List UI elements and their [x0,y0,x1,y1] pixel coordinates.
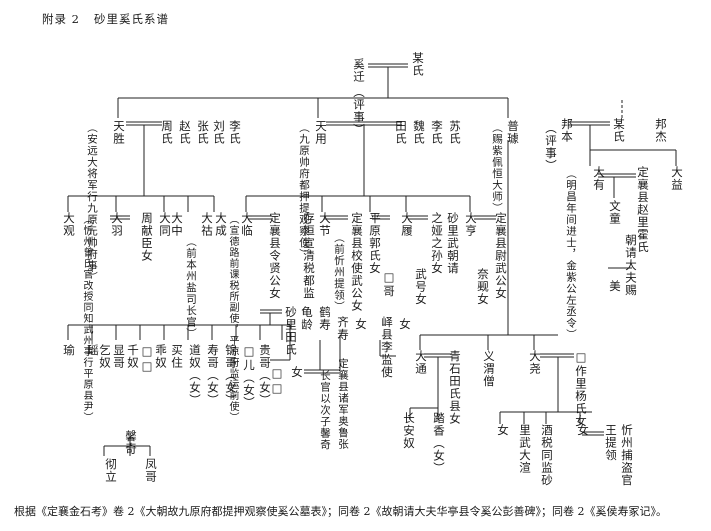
person-qingshi: 青石田氏县女 [448,350,462,425]
person-ban: 瑶 [86,344,100,357]
person-changshu: 长官以次子馨奇 [319,370,331,451]
note-daguan: （忻州曾氏官改授同知武州事行平原县尹） [81,214,92,423]
person-dazhong: 大中 [170,212,184,237]
person-tian: 田氏 [394,120,408,145]
person-guihe: 龟龄 [300,306,314,331]
person-daheng: 大亨 [464,212,478,237]
person-pingyuan: 平原郭氏女 [368,212,382,275]
person-changan: 长安奴 [402,412,416,450]
person-wentong: 文童 [608,200,622,225]
person-dao: 道奴（女） [188,344,202,407]
person-nv-b: 女 [576,424,590,437]
person-dalue: 大履 [400,212,414,237]
person-dayao: 大尧 [528,350,542,375]
appendix-label: 附录 2 [42,12,80,26]
person-daguan: 大观 [62,212,76,237]
person-xiqian: 奚迁 [352,58,366,83]
person-mei: 美 [608,280,622,293]
person-datong: 大同 [158,212,172,237]
person-dayu: 大羽 [110,212,124,237]
person-xinzhou: 忻州捕盗官 [620,424,634,487]
person-chelian: 彻立 [104,458,118,483]
person-dahu: 大祜 [200,212,214,237]
person-dayou: 大有 [592,166,606,191]
person-zhouxian: 周献臣女 [140,212,154,262]
note-dalin: （宣德路前课税所副使，平凉府监运前使） [227,214,238,423]
person-mou2: 某氏 [612,118,626,143]
note-dazhong: （前本州盐司长官） [185,236,197,340]
person-tianyong: 天用 [314,120,328,145]
person-shuoge: □哥 [382,270,396,298]
person-jiu: 酒税同监砂 [540,424,554,487]
person-shali: 砂里武朝请 [446,212,460,275]
appendix-title: 砂里奚氏系谱 [93,12,169,26]
person-naiji: 奈觋女 [476,268,490,306]
person-xian: 显哥 [112,344,126,369]
person-dingxiang-zhao: 定襄县赵里霍氏 [636,166,650,254]
person-nv1: 女 [354,318,368,331]
person-wuhao: 武号女 [414,268,428,306]
person-qi: 乞奴 [98,344,112,369]
note-dajie: （前忻州提领） [333,232,345,313]
person-dingxiang-lingzhi: 定襄县令贤公女 [268,212,282,300]
person-heshou: 鹤寿 [318,306,332,331]
person-dayi: 大益 [670,166,684,191]
person-gui: 贵哥（女） [258,344,272,407]
person-lishi: 里武大渲 [518,424,532,474]
person-shou: 寿哥（女） [206,344,220,407]
person-xiangxiang: 踏香（女） [432,412,446,475]
person-mai: 买住 [170,344,184,369]
note-tiansheng: （安远大将军行九原元帅府事） [86,122,98,283]
person-zhou: 周氏 [160,120,174,145]
person-su: 苏氏 [448,120,462,145]
person-guai: 乖奴 [154,344,168,369]
person-yu: 瑜 [62,344,76,357]
person-er: □儿（女） [242,344,256,409]
person-dingxiang-xiaowei: 定襄县校使武公女 [350,212,364,312]
source-footnote: 根据《定襄金石考》卷 2《大朝故九原府都提押观察使奚公墓表》；同卷 2《故朝请大… [14,505,667,518]
person-heng: 馨奇 [124,430,138,455]
person-zhao: 赵氏 [178,120,192,145]
person-puxun: 普璩 [506,120,520,145]
person-bangjie: 邦杰 [654,118,668,143]
person-liu: 刘氏 [212,120,226,145]
note-dayou: （明昌年间进士，金紫公左丞令） [565,168,577,341]
person-dingxiang-wai: 定襄县诸军奥鲁张 [337,358,349,450]
person-zuoli: □作里杨氏女 [574,350,588,428]
person-zhang: 张氏 [196,120,210,145]
person-nv-a: 女 [496,424,510,437]
person-li1: 李氏 [228,120,242,145]
person-e: 峄县李监使 [380,316,394,379]
person-yixiao: 义渭僧 [482,350,496,388]
note-zhaoqing: 朝请大夫赐 [624,234,638,297]
person-wang: 王提领 [604,424,618,462]
person-dingxiang-wei: 定襄县尉武公女 [494,212,508,300]
note-puxun: （赐紫佩恒大师） [491,122,503,214]
person-dacheng: 大成 [214,212,228,237]
person-zhizi: 之娅之孙女 [430,212,444,275]
person-fengge: 凤哥 [144,458,158,483]
appendix-header: 附录 2 砂里奚氏系谱 [42,11,183,27]
person-li2: 李氏 [430,120,444,145]
person-bangben: 邦本 [560,118,574,143]
note-bangben: （评事） [544,122,558,172]
note-xiqian: （评事） [352,86,366,136]
person-cunzhen: 存恒宣清税都监 [302,212,316,300]
person-nv2: 女 [398,318,412,331]
person-yu2: □□ [270,366,284,396]
person-qishou: 齐寿 [336,316,350,341]
note-tianyong: （九原帅府都押提观察使） [298,122,310,260]
person-nv3: 女 [290,366,304,379]
person-dajie: 大节 [318,212,332,237]
person-shali-tian: 砂里田氏 [284,306,298,356]
person-dalin: 大临 [240,212,254,237]
person-wei: 魏氏 [412,120,426,145]
person-mou3: □□ [140,344,154,374]
person-tiansheng: 天胜 [112,120,126,145]
person-mian: 锦哥（女） [224,344,238,407]
person-datong2: 大通 [414,350,428,375]
person-mou-top: 某氏 [411,52,425,77]
person-qian: 千奴 [126,344,140,369]
